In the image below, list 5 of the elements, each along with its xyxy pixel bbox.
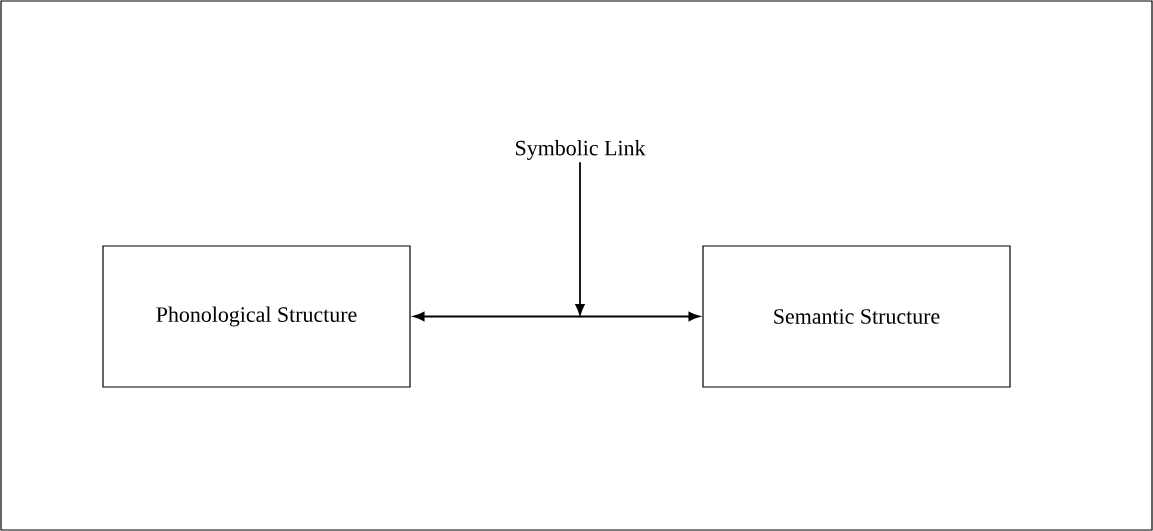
process-box: Phonological Structure — [102, 245, 411, 388]
arrow — [413, 311, 700, 322]
link-label: Symbolic Link — [516, 140, 646, 160]
arrow — [575, 161, 585, 316]
process-box: Semantic Structure — [702, 245, 1011, 388]
